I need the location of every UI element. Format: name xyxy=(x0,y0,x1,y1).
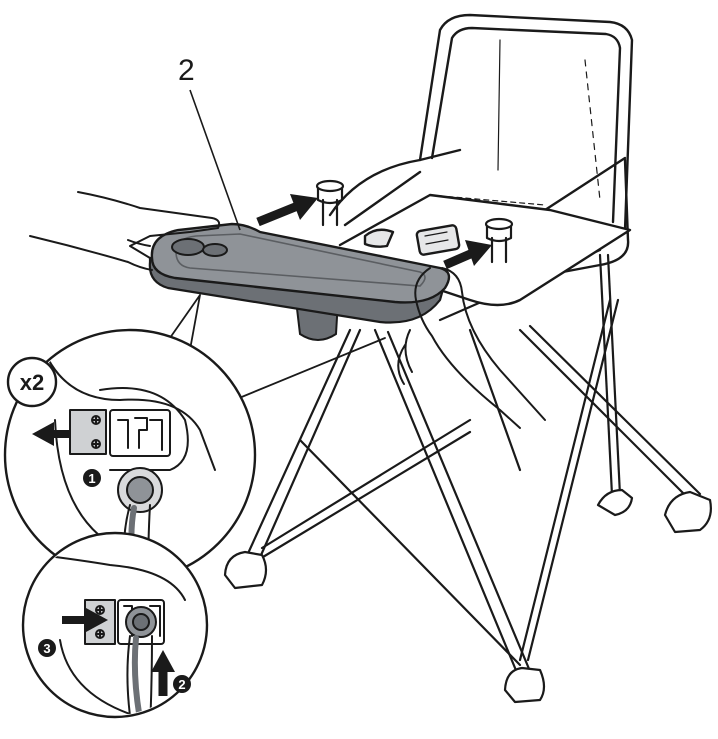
step-marker-1: 1 xyxy=(88,471,95,486)
callout-number: 2 xyxy=(178,54,195,87)
callout-leader-line xyxy=(189,89,241,231)
chair-feet xyxy=(223,488,712,704)
multiplier-badge: x2 xyxy=(20,370,44,395)
step-marker-3: 3 xyxy=(43,641,50,656)
insert-arrow-right xyxy=(443,240,492,270)
tray xyxy=(148,222,451,341)
detail-circle-insert: 3 2 xyxy=(21,531,209,719)
insert-arrow-left xyxy=(256,194,318,227)
right-hand xyxy=(397,267,546,429)
tray-post-left xyxy=(315,179,345,227)
chair-frame xyxy=(243,248,702,682)
step-marker-2: 2 xyxy=(178,677,185,692)
tray-post-right xyxy=(484,217,514,264)
left-hand xyxy=(29,191,221,271)
